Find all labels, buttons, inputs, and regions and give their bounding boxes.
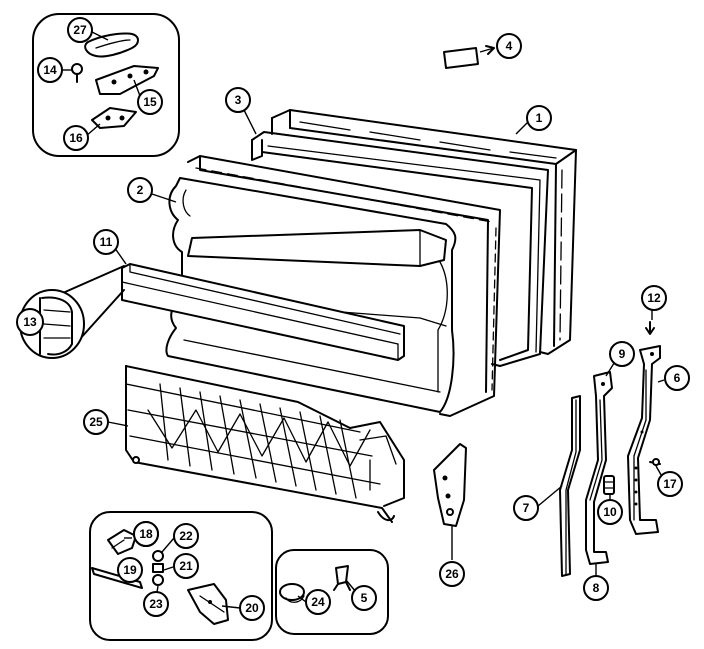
callout-1: 1	[526, 105, 552, 131]
callout-9: 9	[609, 341, 635, 367]
callout-18-inset: 18	[133, 521, 159, 547]
callout-6: 6	[664, 365, 690, 391]
callout-4: 4	[496, 33, 522, 59]
hinge-cover-part	[84, 32, 139, 58]
outer-door-panel	[271, 109, 577, 355]
door-stop-bracket-right	[627, 345, 661, 535]
door-gasket	[251, 131, 549, 367]
callout-16: 16	[63, 125, 89, 151]
callout-5-label: 5	[361, 591, 368, 605]
hinge-plate-part	[95, 65, 159, 95]
nameplate-part	[443, 45, 495, 69]
callout-12: 12	[641, 285, 667, 311]
callout-26-label: 26	[445, 567, 459, 581]
hinge-shim-part	[91, 107, 137, 129]
callout-13-label: 13	[23, 315, 37, 329]
callout-23: 23	[143, 591, 169, 617]
basket-bracket	[433, 443, 467, 527]
callout-26: 26	[439, 561, 465, 587]
callout-7-label: 7	[523, 501, 530, 515]
screw-part	[71, 63, 83, 75]
callout-4-label: 4	[506, 39, 513, 53]
stop-screw	[649, 458, 661, 466]
callout-7: 7	[513, 495, 539, 521]
leader-lines	[62, 31, 665, 609]
callout-11: 11	[93, 229, 119, 255]
callout-14: 14	[37, 57, 63, 83]
callout-1-label: 1	[536, 111, 543, 125]
callout-15-label: 15	[143, 95, 157, 109]
door-stop-bracket-middle	[585, 371, 613, 565]
callout-21-label: 21	[179, 559, 193, 573]
callout-16-label: 16	[69, 131, 83, 145]
callout-23-label: 23	[149, 597, 163, 611]
callout-25: 25	[83, 409, 109, 435]
callout-19-label: 19	[123, 563, 137, 577]
callout-2-label: 2	[137, 183, 144, 197]
callout-8: 8	[583, 575, 609, 601]
callout-8-label: 8	[593, 581, 600, 595]
door-stop-strip-left	[559, 395, 581, 577]
callout-27-label: 27	[73, 23, 87, 37]
wire-basket	[125, 365, 405, 523]
callout-17-label: 17	[663, 477, 677, 491]
callout-13: 13	[16, 308, 44, 336]
callout-18-inset-label: 18	[139, 527, 153, 541]
door-stop-bumper	[603, 475, 615, 495]
callout-24: 24	[305, 589, 331, 615]
callout-15: 15	[137, 89, 163, 115]
callout-11-label: 11	[100, 235, 113, 249]
callout-22: 22	[173, 523, 199, 549]
callout-9-label: 9	[619, 347, 626, 361]
callout-24-label: 24	[311, 595, 325, 609]
callout-14-label: 14	[43, 63, 57, 77]
callout-20: 20	[239, 595, 265, 621]
callout-3-label: 3	[235, 93, 242, 107]
hinge-parts-inset	[32, 13, 180, 157]
bracket-screw	[645, 321, 655, 335]
callout-25-label: 25	[89, 415, 103, 429]
callout-27: 27	[67, 17, 93, 43]
callout-2: 2	[127, 177, 153, 203]
callout-10-label: 10	[603, 505, 617, 519]
callout-19: 19	[117, 557, 143, 583]
callout-3: 3	[225, 87, 251, 113]
callout-21: 21	[173, 553, 199, 579]
callout-22-label: 22	[179, 529, 193, 543]
callout-5: 5	[351, 585, 377, 611]
callout-20-label: 20	[245, 601, 259, 615]
callout-17: 17	[657, 471, 683, 497]
door-shelf-rail	[121, 263, 405, 361]
callout-12-label: 12	[647, 291, 661, 305]
callout-10: 10	[597, 499, 623, 525]
callout-6-label: 6	[674, 371, 681, 385]
